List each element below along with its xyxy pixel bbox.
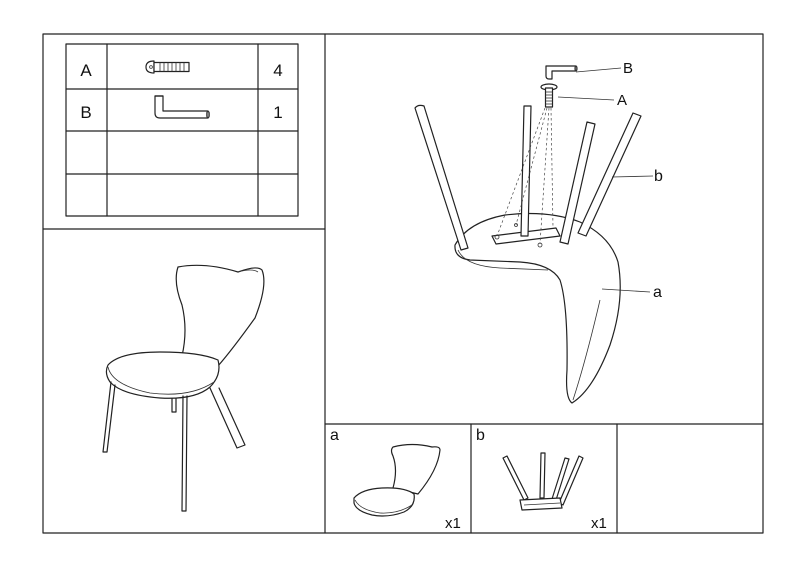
leg-frame-icon bbox=[502, 452, 584, 511]
component-panel-b: b x1 bbox=[476, 427, 607, 532]
assembled-chair-illustration bbox=[102, 264, 265, 512]
hex-key-icon bbox=[154, 95, 210, 119]
leg bbox=[414, 104, 469, 251]
bolt-icon bbox=[540, 83, 558, 108]
part-b-key: B bbox=[80, 103, 91, 122]
assembly-illustration: B A b a bbox=[414, 60, 663, 404]
seat-shell-icon bbox=[353, 443, 441, 517]
component-a-letter: a bbox=[330, 427, 339, 444]
parts-table: A 4 B 1 bbox=[65, 43, 299, 217]
part-a-key: A bbox=[80, 61, 92, 80]
seat-shell bbox=[454, 212, 621, 404]
bolt-icon bbox=[145, 60, 190, 74]
leg bbox=[577, 112, 642, 237]
part-a-qty: 4 bbox=[273, 61, 282, 80]
callout-hex-key: B bbox=[623, 60, 633, 77]
panel-frame bbox=[42, 33, 764, 534]
component-b-letter: b bbox=[476, 427, 485, 444]
callout-legs: b bbox=[654, 168, 663, 185]
leg bbox=[520, 105, 532, 237]
callout-seat: a bbox=[653, 284, 662, 301]
component-panel-a: a x1 bbox=[330, 427, 461, 532]
part-b-qty: 1 bbox=[273, 103, 282, 122]
hex-key-icon bbox=[545, 65, 578, 80]
component-a-qty: x1 bbox=[445, 515, 461, 532]
component-b-qty: x1 bbox=[591, 515, 607, 532]
callout-bolt: A bbox=[617, 92, 627, 109]
leg bbox=[559, 121, 596, 245]
